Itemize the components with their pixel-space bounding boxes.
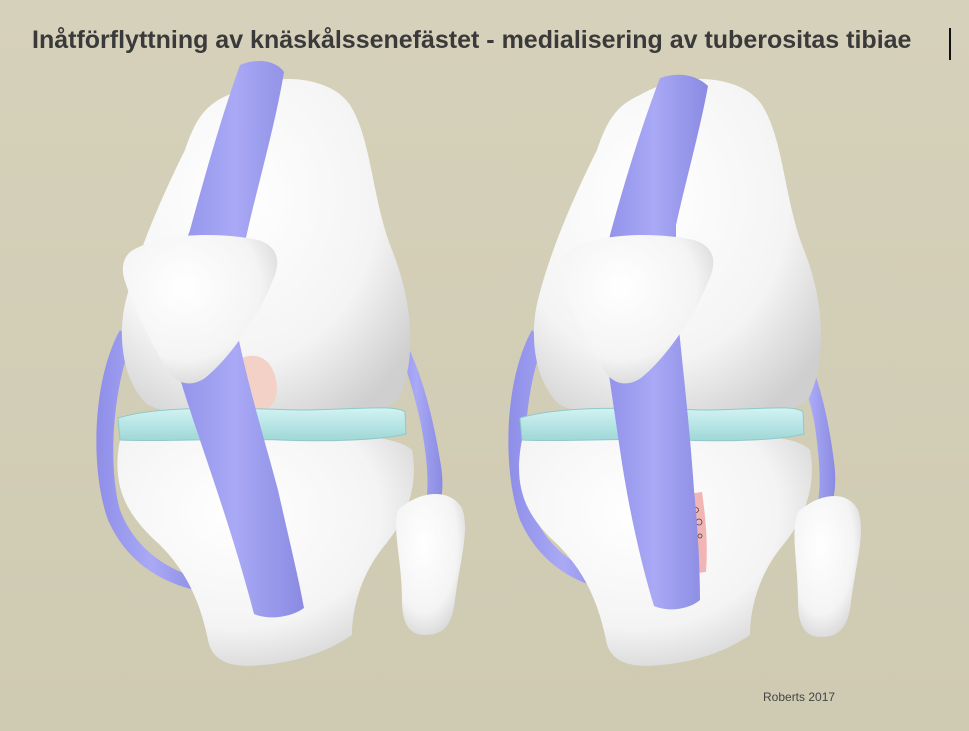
fibula <box>794 496 861 637</box>
author-credit: Roberts 2017 <box>763 690 835 704</box>
knee-before <box>96 61 465 666</box>
knee-after <box>508 75 861 666</box>
fibula <box>396 494 465 635</box>
